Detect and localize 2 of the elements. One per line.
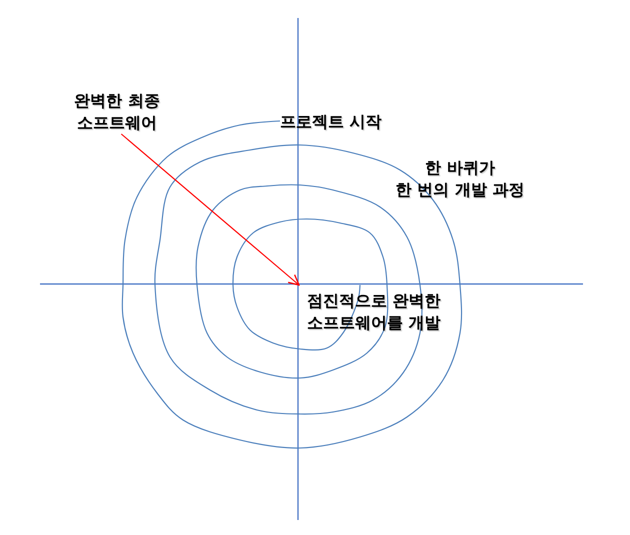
leader-arrow: [120, 134, 300, 286]
callout-text: 완벽한 최종 소프트웨어: [74, 90, 160, 134]
